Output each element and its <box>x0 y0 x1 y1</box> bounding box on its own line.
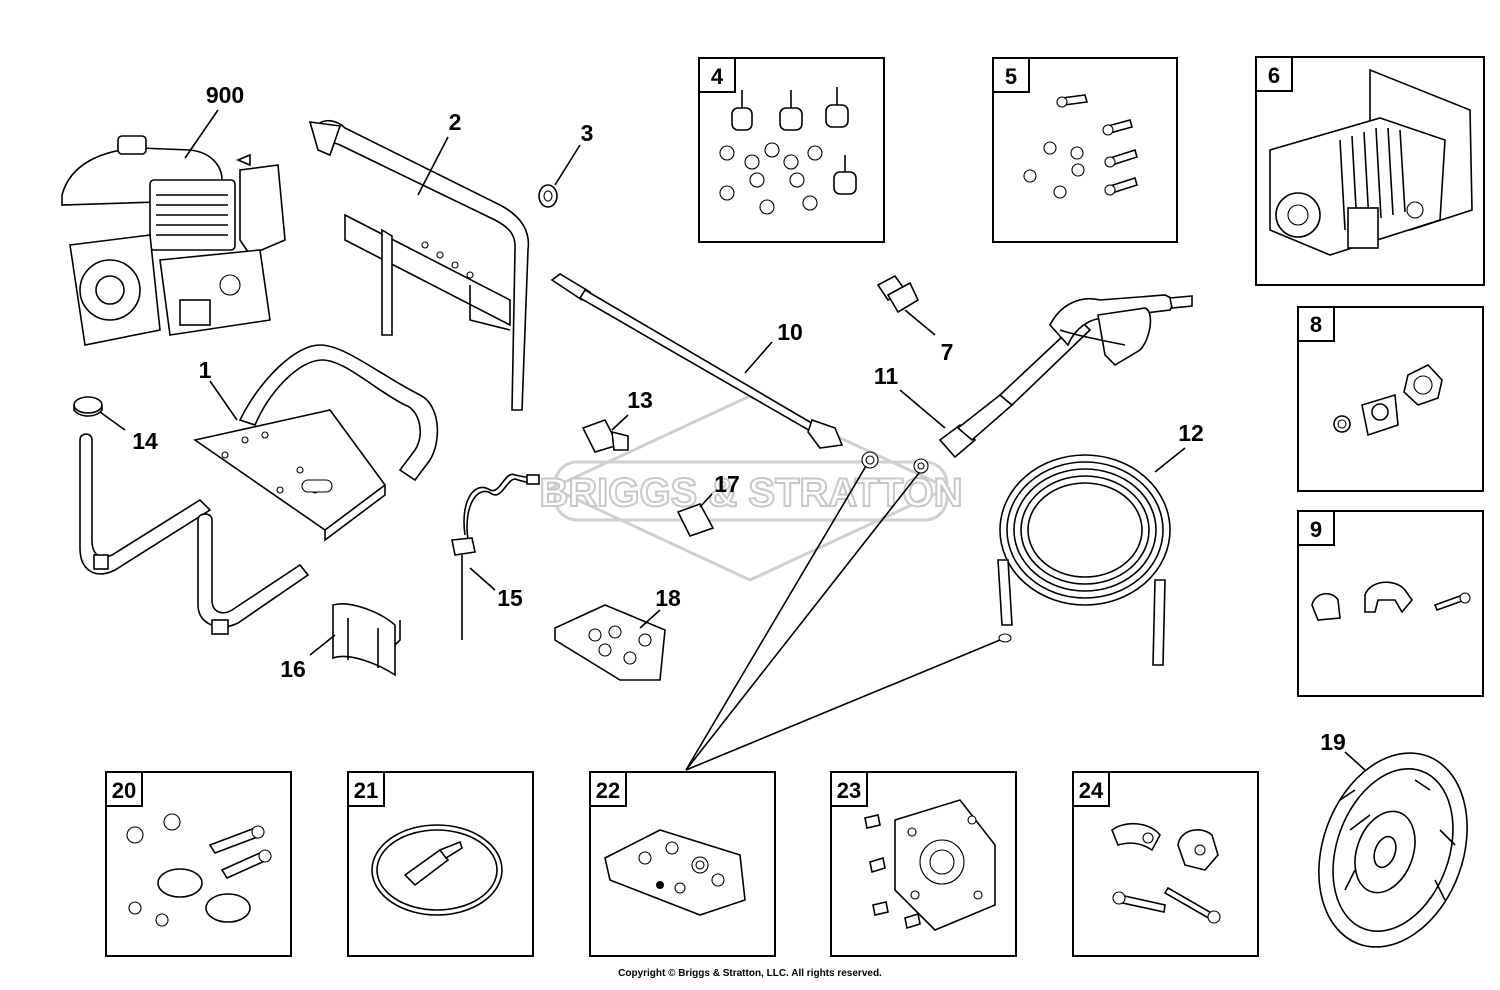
bracket-part <box>332 603 401 677</box>
kit-box-24: 24 <box>1072 771 1259 957</box>
watermark-text: BRIGGS & STRATTON <box>540 471 963 515</box>
wheel-part <box>1318 752 1468 948</box>
kit-label-5: 5 <box>1005 64 1017 89</box>
leader-line-washer-hose <box>685 639 1001 771</box>
callout-12: 12 <box>1178 420 1204 446</box>
callout-14: 14 <box>132 428 158 454</box>
callout-18: 18 <box>655 585 681 611</box>
kit-box-4: 4 <box>698 57 885 243</box>
engine-part <box>61 135 286 346</box>
kit-box-9: 9 <box>1297 510 1484 697</box>
fitting-part <box>581 419 629 453</box>
kit-label-23: 23 <box>837 778 861 803</box>
kit-box-6: 6 <box>1255 56 1485 286</box>
leader-line-washer-gun <box>685 472 920 771</box>
leader-line-washer-lance <box>685 465 867 771</box>
callout-19: 19 <box>1320 729 1346 755</box>
hose-part <box>997 454 1171 666</box>
kit-label-20: 20 <box>112 778 136 803</box>
copyright-notice: Copyright © Briggs & Stratton, LLC. All … <box>618 968 882 979</box>
chemical-tube-part <box>451 473 540 640</box>
kit-label-21: 21 <box>354 778 378 803</box>
kit-label-9: 9 <box>1310 517 1322 542</box>
nozzle-bag-part <box>554 604 666 681</box>
kit-box-21: 21 <box>347 771 534 957</box>
kit-label-8: 8 <box>1310 312 1322 337</box>
kit-box-8: 8 <box>1297 306 1484 492</box>
frame-part <box>79 344 439 635</box>
kit-label-24: 24 <box>1079 778 1104 803</box>
kit-box-23: 23 <box>830 771 1017 957</box>
kit-box-22: 22 <box>589 771 776 957</box>
callout-15: 15 <box>497 585 523 611</box>
kit-label-6: 6 <box>1268 63 1280 88</box>
kit-label-22: 22 <box>596 778 620 803</box>
callout-17: 17 <box>714 471 740 497</box>
nut-part <box>538 184 558 208</box>
kit-label-4: 4 <box>711 64 724 89</box>
kit-box-20: 20 <box>105 771 292 957</box>
callout-7: 7 <box>941 339 954 365</box>
callout-3: 3 <box>581 120 594 146</box>
callout-2: 2 <box>449 109 462 135</box>
callout-13: 13 <box>627 387 653 413</box>
cap-part <box>73 396 103 417</box>
callout-11: 11 <box>874 363 899 389</box>
spray-gun-part <box>913 294 1193 474</box>
callout-10: 10 <box>777 319 803 345</box>
callout-1: 1 <box>199 357 212 383</box>
handle-part <box>308 119 530 411</box>
callout-16: 16 <box>280 656 306 682</box>
coupler-part <box>876 274 920 314</box>
lance-part <box>550 273 879 469</box>
kit-box-5: 5 <box>992 57 1178 243</box>
fitting-17-part <box>676 503 715 537</box>
callout-900: 900 <box>206 82 244 108</box>
